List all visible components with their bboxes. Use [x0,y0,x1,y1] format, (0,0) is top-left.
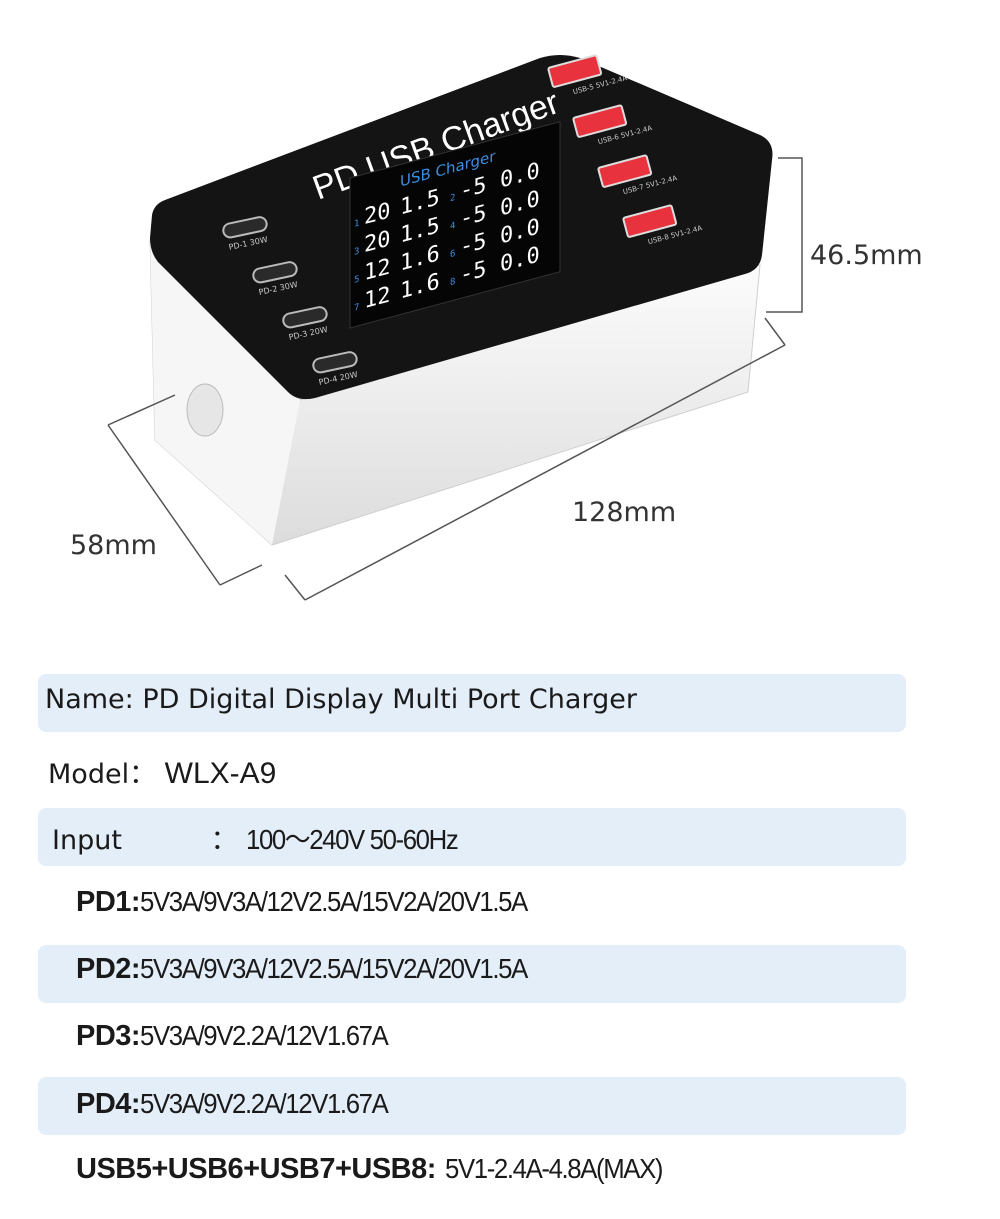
ac-inlet-icon [186,383,224,437]
lcd-left-idx: 1 [354,218,359,230]
usb-a-port-icon [547,54,603,88]
pd3-label: PD3: [76,1020,141,1052]
usb-a-port-icon [597,154,653,188]
spec-band [38,945,906,1003]
spec-band [38,808,906,866]
lcd-right-idx: 4 [450,220,456,232]
pd4-label: PD4: [76,1088,141,1120]
usb-label: USB5+USB6+USB7+USB8: [76,1153,436,1185]
lcd-left-idx: 7 [354,302,359,314]
lcd-left-idx: 5 [354,274,359,286]
spec-pd3: PD3:5V3A/9V2.2A/12V1.67A [76,1020,409,1053]
usb-c-port-icon [252,261,298,284]
dimension-lines [107,157,803,601]
pd2-label: PD2: [76,953,141,985]
pd1-value: 5V3A/9V3A/12V2.5A/15V2A/20V1.5A [140,886,528,917]
lcd-left-idx: 3 [354,246,359,258]
spec-pd1: PD1:5V3A/9V3A/12V2.5A/15V2A/20V1.5A [76,886,561,919]
model-value: WLX-A9 [164,757,277,790]
input-label: Input [52,825,122,856]
spec-pd4: PD4:5V3A/9V2.2A/12V1.67A [76,1088,409,1121]
usb-c-port-icon [312,351,358,374]
spec-pd2: PD2:5V3A/9V3A/12V2.5A/15V2A/20V1.5A [76,953,561,986]
spec-band [38,1077,906,1135]
usb-c-port-icon [282,306,328,329]
lcd-right-idx: 6 [450,248,455,260]
spec-model: Model： WLX-A9 [48,752,276,791]
length-dimension: 128mm [572,497,677,528]
spec-name: Name: PD Digital Display Multi Port Char… [45,684,637,715]
charger-side [150,240,300,545]
width-dimension: 58mm [70,530,157,561]
spec-band [38,674,906,732]
pd3-value: 5V3A/9V2.2A/12V1.67A [140,1020,389,1051]
model-label: Model： [48,759,157,790]
spec-input: Input ： 100～240V 50-60Hz [52,818,476,858]
input-value: 100～240V 50-60Hz [246,824,459,855]
usb-value: 5V1-2.4A-4.8A(MAX) [444,1153,663,1184]
pd2-value: 5V3A/9V3A/12V2.5A/15V2A/20V1.5A [140,953,528,984]
lcd-right-idx: 2 [450,192,455,204]
spec-usb: USB5+USB6+USB7+USB8: 5V1-2.4A-4.8A(MAX) [76,1153,681,1186]
input-sep: ： [210,825,238,856]
height-dimension: 46.5mm [810,240,923,271]
pd1-label: PD1: [76,886,141,918]
usb-a-port-icon [622,204,678,238]
usb-c-port-icon [222,216,268,239]
lcd-right-idx: 8 [450,276,455,288]
pd4-value: 5V3A/9V2.2A/12V1.67A [140,1088,389,1119]
usb-a-port-icon [572,104,628,138]
